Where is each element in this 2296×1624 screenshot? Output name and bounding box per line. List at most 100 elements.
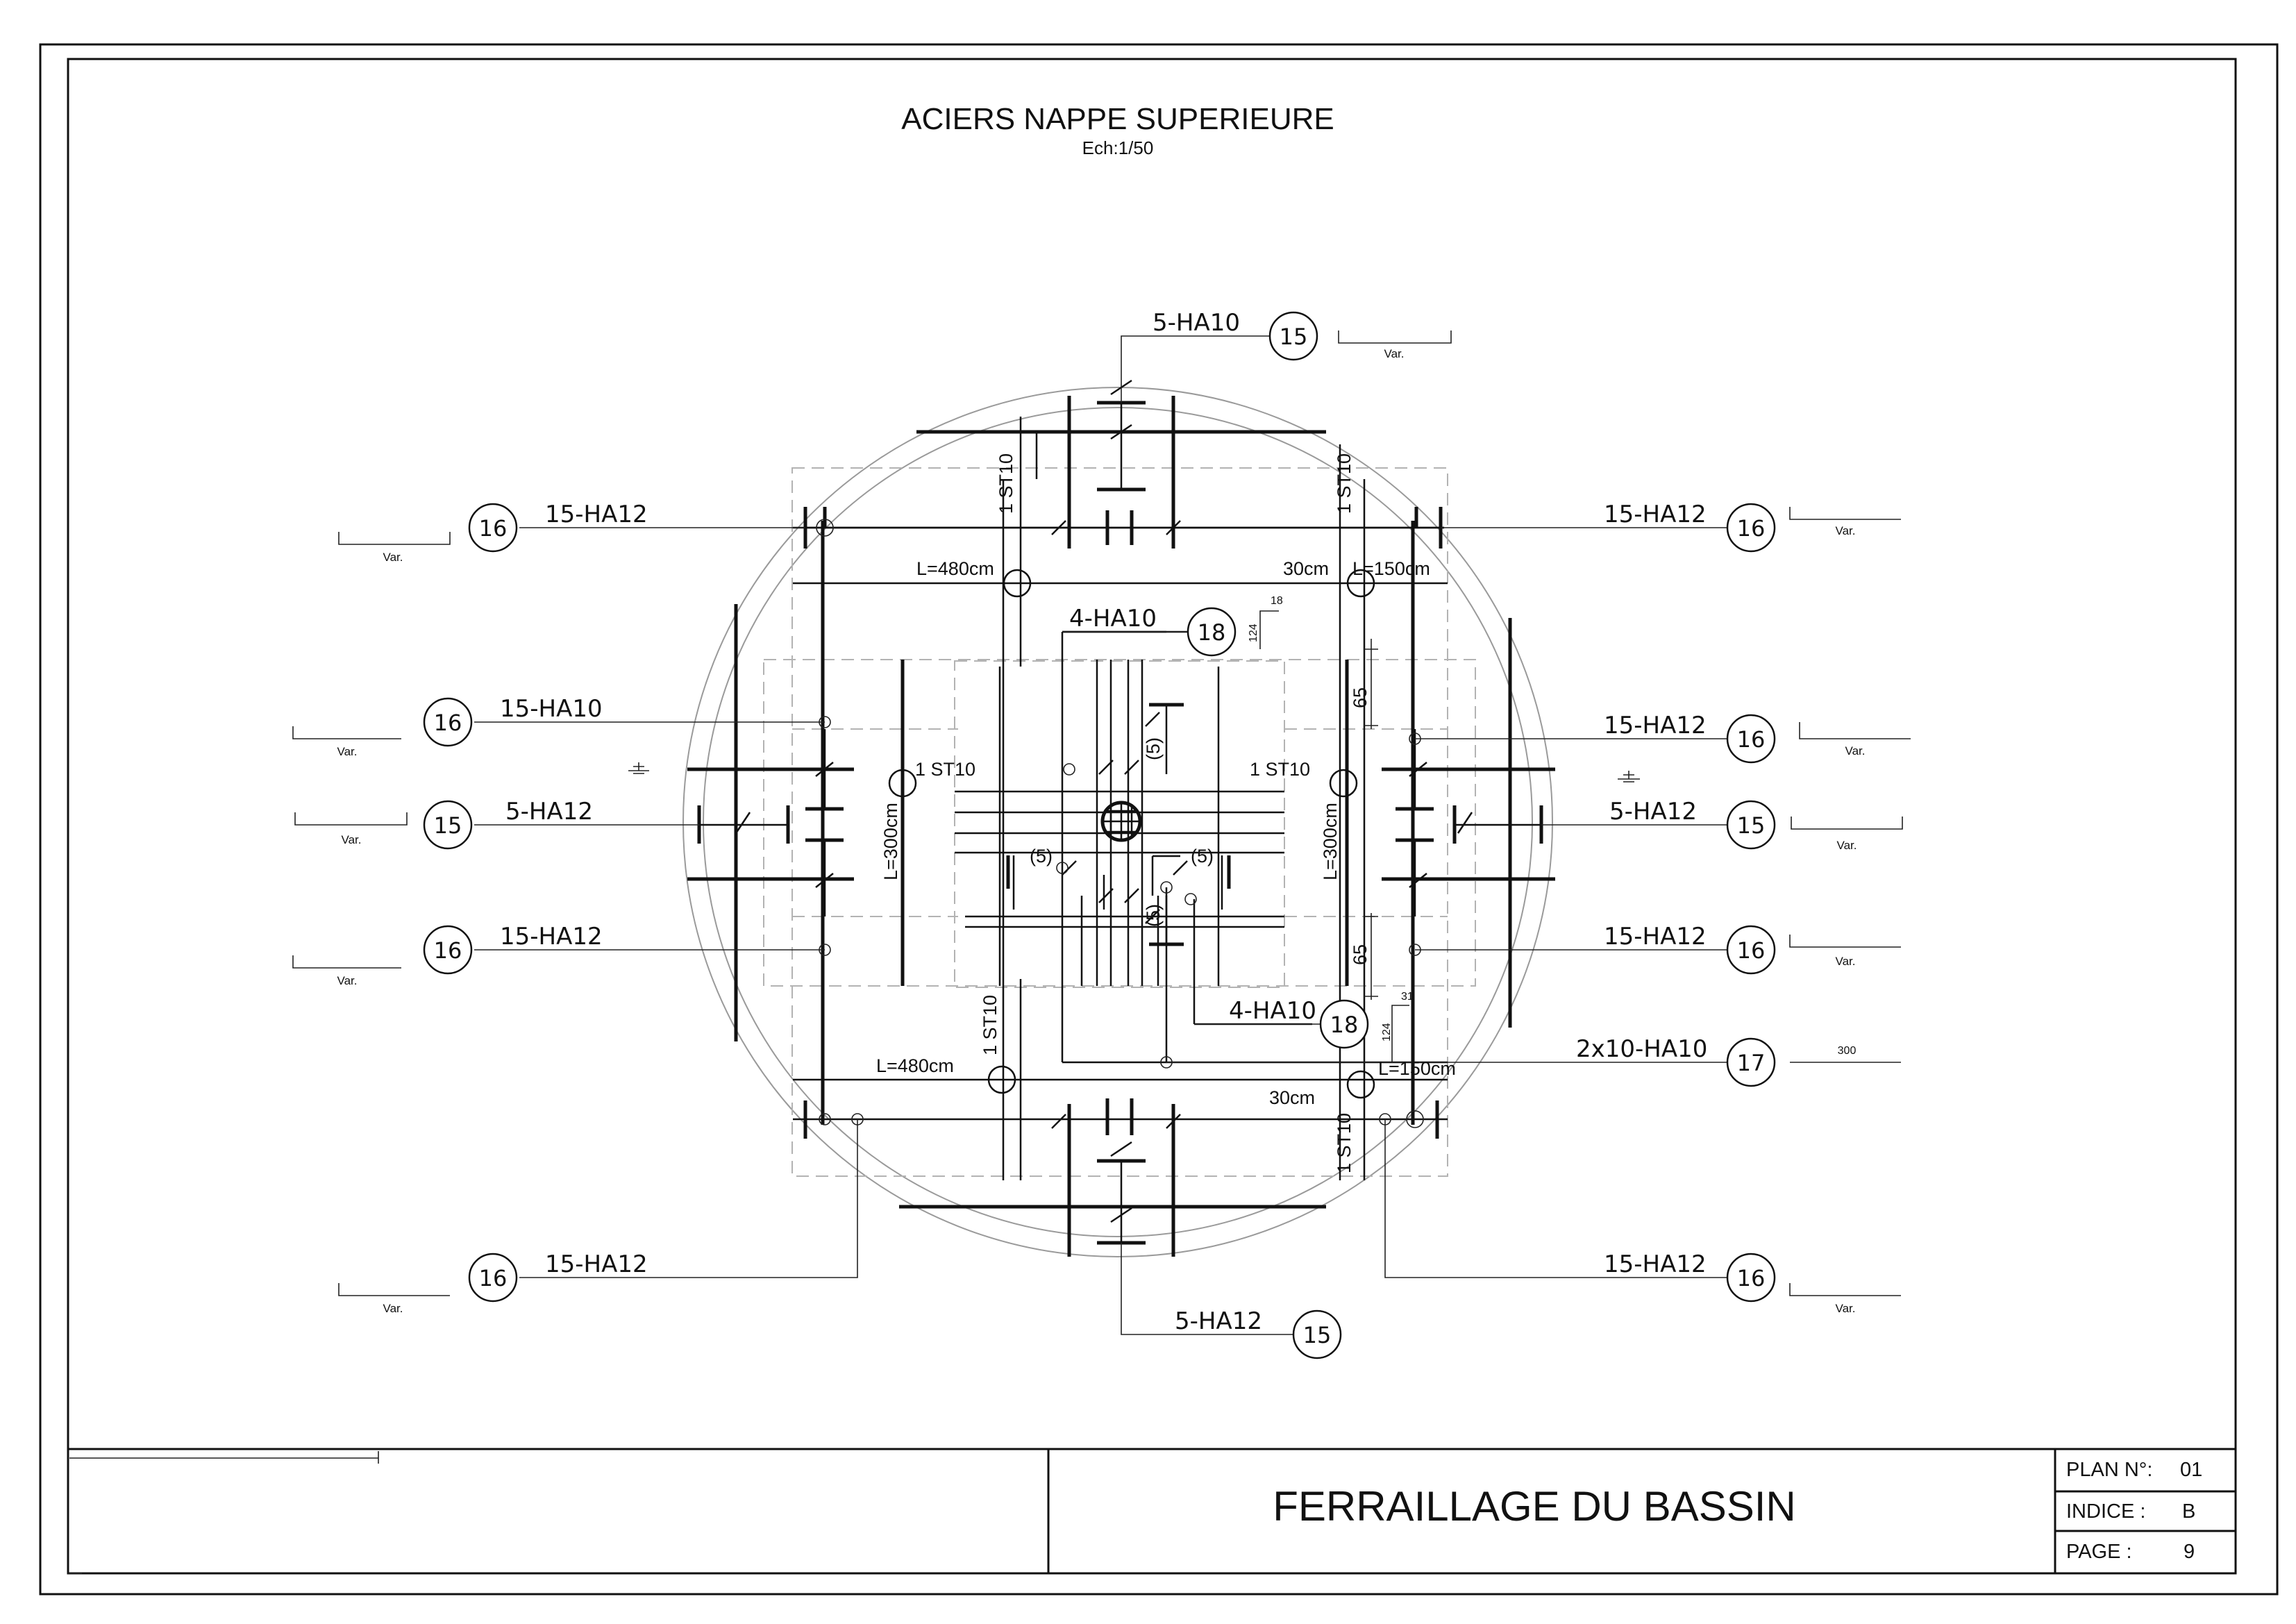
- bar-callout-label: 5-HA12: [1175, 1307, 1262, 1335]
- mark-bubble: [1726, 1037, 1776, 1087]
- st10-label: 1 ST10: [980, 995, 1000, 1055]
- bar-callout-label: 15-HA12: [1604, 923, 1707, 951]
- bar-shapes: Var. Var. Var. Var. Var. Var. Var. Var. …: [292, 330, 1911, 1315]
- page-value: 9: [2184, 1541, 2195, 1563]
- mark-bubble: [468, 503, 518, 553]
- mark-bubble: [423, 800, 473, 850]
- mark-number: 16: [434, 710, 462, 736]
- core-outline: [954, 660, 1285, 988]
- project-title: FERRAILLAGE DU BASSIN: [1273, 1483, 1796, 1530]
- mark-bubble: [1292, 1309, 1342, 1359]
- bar-callout-label: 15-HA12: [1604, 712, 1707, 739]
- bar-callout-label: 4-HA10: [1229, 997, 1316, 1025]
- bar-callout-label: 5-HA12: [505, 798, 593, 826]
- bar-callout-label: 15-HA12: [545, 1250, 648, 1278]
- bar-tick-marks: [735, 379, 1473, 1223]
- mark-bubble: [468, 1253, 518, 1303]
- level-marker-left: [628, 762, 649, 774]
- dimension-ticks: [1259, 610, 1409, 1062]
- bar-callout-label: 15-HA12: [1604, 1250, 1707, 1278]
- bar-callout-label: 15-HA10: [500, 695, 603, 723]
- bar-shape-length: Var.: [1837, 839, 1857, 852]
- mark-bubble: [1268, 311, 1318, 361]
- dimension-label: L=300cm: [880, 803, 901, 880]
- basin-outer-circle: [682, 387, 1553, 1257]
- bar-shape-length: Var.: [337, 974, 358, 987]
- st10-label: 1 ST10: [1250, 759, 1310, 780]
- bar-shape-length: Var.: [383, 1302, 403, 1315]
- level-markers: [628, 762, 1640, 782]
- central-drain-grid: [1100, 801, 1142, 842]
- mark-number: 16: [479, 515, 508, 542]
- mark-bubble: [1319, 999, 1369, 1049]
- mark-number: 18: [1330, 1012, 1359, 1038]
- mark-number: 16: [1737, 937, 1766, 964]
- slab-outline-vertical: [791, 467, 1448, 1177]
- plan-outlines: [682, 387, 1553, 1257]
- bar-shape-length: Var.: [1845, 744, 1866, 757]
- revision-label: INDICE :: [2066, 1500, 2145, 1523]
- mark-number: 15: [434, 812, 462, 839]
- bar-callout-label: 15-HA12: [1604, 501, 1707, 528]
- mark-bubble: [1726, 714, 1776, 764]
- mark-bubble: [1726, 925, 1776, 975]
- bar-callout-label: 5-HA12: [1609, 798, 1697, 826]
- st10-label: 1 ST10: [1334, 453, 1355, 514]
- dimension-label: L=150cm: [1378, 1058, 1456, 1079]
- st10-label: 1 ST10: [996, 453, 1016, 514]
- page-label: PAGE :: [2066, 1541, 2132, 1563]
- bar-shape-sketch: [1789, 507, 1901, 520]
- mark-bubble: [1726, 1253, 1776, 1303]
- bar-shape-length: Var.: [342, 833, 362, 846]
- bar-shape-sketch: [1799, 722, 1911, 739]
- spacing-label: (5): [1143, 904, 1164, 927]
- bar-shape-sketch: [292, 955, 401, 969]
- bar-callout-label: 5-HA10: [1153, 309, 1240, 337]
- spacing-label: (5): [1143, 737, 1164, 760]
- plan-number-label: PLAN N°:: [2066, 1459, 2152, 1481]
- mark-bubble: [423, 925, 473, 975]
- spacing-label: (5): [1030, 846, 1053, 867]
- bar-callout-label: 4-HA10: [1069, 605, 1157, 633]
- bar-shape-sketch: [1791, 817, 1903, 830]
- mark-bubble: [423, 697, 473, 747]
- mark-number: 16: [1737, 726, 1766, 753]
- dimension-label: L=480cm: [876, 1055, 954, 1076]
- callouts: 15 5-HA10 16 15-HA12 16 15-HA12 16 15-HA…: [423, 309, 1776, 1359]
- mark-number: 16: [1737, 1265, 1766, 1291]
- plan-number-value: 01: [2180, 1459, 2202, 1481]
- main-bars: [687, 396, 1555, 1257]
- mark-number: 15: [1280, 324, 1308, 350]
- bar-shape-sketch: [294, 812, 408, 826]
- dimension-label: 31: [1401, 991, 1414, 1003]
- bar-shape-length: Var.: [1836, 524, 1856, 537]
- revision-value: B: [2182, 1500, 2195, 1523]
- mark-number: 18: [1198, 619, 1226, 646]
- title-block: FERRAILLAGE DU BASSIN PLAN N°: 01 INDICE…: [68, 1448, 2236, 1574]
- dimension-label: L=480cm: [916, 558, 994, 579]
- bar-shape-sketch: [338, 532, 451, 545]
- bar-shape-sketch: [1789, 935, 1901, 948]
- dimension-label: 124: [1381, 1023, 1393, 1041]
- mark-number: 15: [1737, 812, 1766, 839]
- spacing-label: (5): [1191, 846, 1214, 867]
- outer-frame: [39, 43, 2279, 1596]
- mark-number: 16: [479, 1265, 508, 1291]
- mark-bubble: [1726, 800, 1776, 850]
- dimension-label: 30cm: [1283, 558, 1329, 579]
- callout-leaders: [474, 335, 1727, 1335]
- dimension-label: 18: [1271, 595, 1283, 607]
- bar-shape-length: 300: [1838, 1045, 1857, 1057]
- mark-number: 17: [1737, 1050, 1766, 1076]
- st10-label: 1 ST10: [915, 759, 975, 780]
- mark-bubble: [1726, 503, 1776, 553]
- bar-shape-length: Var.: [337, 745, 358, 758]
- bar-shape-length: Var.: [1384, 347, 1405, 360]
- slab-outline-horizontal: [763, 659, 1476, 987]
- bar-shape-sketch: [338, 1283, 450, 1296]
- dimension-label: L=300cm: [1320, 803, 1341, 880]
- dimension-label: L=150cm: [1352, 558, 1430, 579]
- bar-shape-length: Var.: [1836, 955, 1856, 968]
- bar-callout-label: 2x10-HA10: [1576, 1035, 1707, 1063]
